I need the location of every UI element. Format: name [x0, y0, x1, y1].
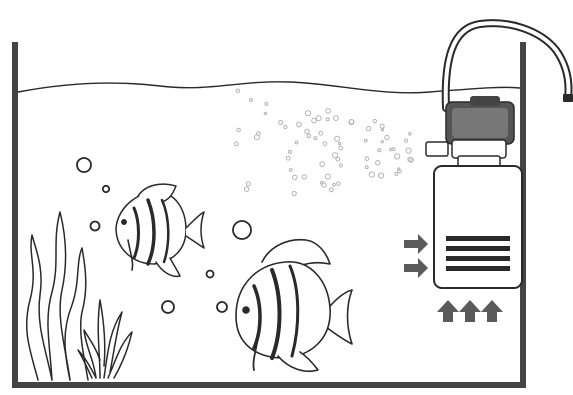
mist-bubble — [236, 89, 239, 92]
mist-bubble — [335, 136, 340, 141]
mist-bubble — [333, 153, 338, 158]
mist-bubble — [397, 168, 399, 170]
mist-bubble — [385, 135, 389, 139]
mist-bubble — [237, 128, 240, 131]
mist-bubble — [390, 148, 393, 151]
mist-bubble — [339, 146, 343, 150]
fish-small — [116, 184, 204, 276]
mist-bubble — [305, 129, 310, 134]
mist-bubble — [265, 102, 268, 105]
outlet-pipe — [446, 23, 573, 108]
outflow-arrow — [459, 300, 481, 322]
mist-bubble — [381, 140, 383, 142]
mist-bubble — [314, 137, 317, 140]
mist-bubble — [312, 118, 317, 123]
mist-bubble — [376, 161, 380, 165]
mist-bubble — [323, 142, 327, 146]
mist-bubble — [322, 183, 326, 187]
mist-bubble — [333, 183, 336, 186]
mist-bubble — [302, 175, 306, 179]
mist-bubble — [373, 119, 376, 122]
filter-pump — [426, 96, 522, 288]
mist-bubble — [405, 139, 408, 142]
intake-arrow — [404, 258, 428, 278]
mist-bubble — [297, 122, 302, 127]
outflow-arrows — [437, 300, 503, 322]
mist-bubble — [379, 173, 384, 178]
mist-bubble — [406, 148, 411, 153]
mist-bubble — [292, 191, 296, 195]
mist-bubble — [244, 187, 248, 191]
mist-bubble — [279, 120, 283, 124]
mist-bubble — [246, 182, 250, 186]
mist-bubble — [369, 172, 374, 177]
intake-arrow — [404, 234, 428, 254]
mist-bubble — [334, 116, 339, 121]
mist-bubble — [305, 111, 310, 116]
mist-bubble — [380, 124, 384, 128]
mist-bubble — [286, 156, 290, 160]
mist-bubble — [326, 118, 329, 121]
outflow-mist — [235, 89, 414, 196]
mist-bubble — [293, 175, 298, 180]
air-bubble — [91, 222, 100, 231]
intake-arrows — [404, 234, 428, 278]
air-bubble — [233, 221, 251, 239]
mist-bubble — [339, 164, 342, 167]
air-bubble — [103, 186, 109, 192]
seaweed — [27, 212, 132, 380]
air-bubble — [162, 301, 174, 313]
air-bubble — [217, 302, 227, 312]
mist-bubble — [349, 120, 353, 124]
mist-bubble — [295, 141, 298, 144]
mist-bubble — [365, 157, 369, 161]
mist-bubble — [319, 131, 323, 135]
mist-bubble — [320, 162, 325, 167]
mist-bubble — [378, 149, 381, 152]
mist-bubble — [284, 125, 287, 128]
mist-bubble — [381, 129, 383, 131]
mist-bubble — [339, 142, 341, 144]
mist-bubble — [316, 116, 321, 121]
mist-bubble — [366, 126, 370, 130]
outflow-arrow — [481, 300, 503, 322]
mist-bubble — [329, 188, 333, 192]
mist-bubble — [395, 154, 400, 159]
mist-bubble — [289, 169, 292, 172]
mist-bubble — [365, 166, 368, 169]
mist-bubble — [364, 139, 367, 142]
mist-bubble — [409, 133, 412, 136]
mist-bubble — [235, 142, 239, 146]
mist-bubble — [326, 109, 331, 114]
mist-bubble — [254, 135, 259, 140]
mist-bubble — [395, 172, 398, 175]
mist-bubble — [250, 99, 253, 102]
fish-large — [236, 240, 352, 372]
air-bubble — [207, 271, 214, 278]
mist-bubble — [264, 112, 266, 114]
mist-bubble — [325, 174, 330, 179]
mist-bubble — [307, 134, 310, 137]
air-bubble — [77, 158, 91, 172]
outflow-arrow — [437, 300, 459, 322]
mist-bubble — [289, 150, 292, 153]
mist-bubble — [337, 182, 341, 186]
